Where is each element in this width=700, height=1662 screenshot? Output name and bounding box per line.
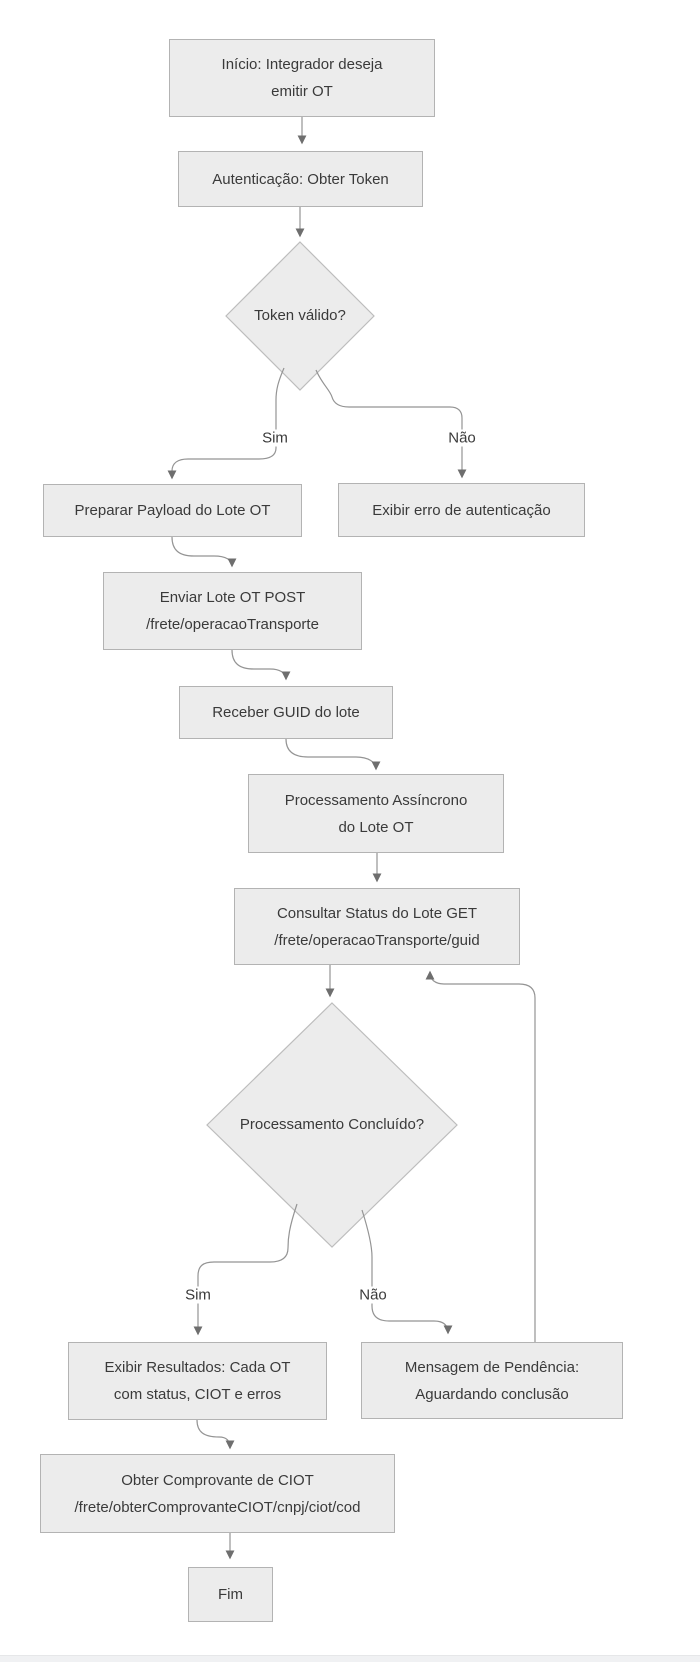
node-preparar-line1: Preparar Payload do Lote OT [74,502,271,519]
edge-label-sim-2: Sim [181,1286,215,1304]
node-token-valido-label: Token válido? [226,242,374,390]
edge-concluido-pendencia-nao [361,1209,453,1335]
node-processamento-concluido-label: Processamento Concluído? [207,1003,457,1247]
node-autenticacao: Autenticação: Obter Token [178,151,423,207]
node-consultar-line2: /frete/operacaoTransporte/guid [274,931,480,949]
node-erro-autenticacao: Exibir erro de autenticação [338,483,585,537]
node-pendencia-line1: Mensagem de Pendência: [404,1358,580,1376]
node-comprovante-line1: Obter Comprovante de CIOT [121,1471,314,1489]
token-valido-text: Token válido? [254,307,346,324]
node-mensagem-pendencia: Mensagem de Pendência: Aguardando conclu… [361,1342,623,1419]
node-enviar-line1: Enviar Lote OT POST [159,589,306,606]
node-comprovante-line2: /frete/obterComprovanteCIOT/cnpj/ciot/co… [74,1498,361,1516]
node-fim-line1: Fim [218,1586,243,1603]
edge-receber-processamento [285,738,381,771]
node-enviar-line2: /frete/operacaoTransporte [146,616,319,633]
edge-label-nao-1: Não [444,429,480,447]
node-pendencia-line2: Aguardando conclusão [415,1385,569,1403]
node-processamento-line1: Processamento Assíncrono [284,791,468,809]
node-fim: Fim [188,1567,273,1622]
node-consultar-status: Consultar Status do Lote GET /frete/oper… [234,888,520,965]
node-inicio-line1: Início: Integrador deseja [221,56,383,73]
edge-enviar-receber [231,649,291,681]
edge-label-nao-2: Não [355,1286,391,1304]
node-enviar-lote: Enviar Lote OT POST /frete/operacaoTrans… [103,572,362,650]
node-processamento-line2: do Lote OT [338,818,414,836]
node-erro-line1: Exibir erro de autenticação [372,501,551,519]
node-processamento-assincrono: Processamento Assíncrono do Lote OT [248,774,504,853]
node-inicio: Início: Integrador deseja emitir OT [169,39,435,117]
edge-label-sim-1: Sim [258,429,292,447]
diamond-processamento-concluido [206,1002,458,1248]
edge-preparar-enviar [171,536,237,568]
node-inicio-line2: emitir OT [271,83,333,100]
diamond-token-valido [225,241,375,391]
node-resultados-line2: com status, CIOT e erros [113,1386,282,1403]
node-receber-line1: Receber GUID do lote [212,704,360,721]
node-preparar-payload: Preparar Payload do Lote OT [43,484,302,537]
edge-pendencia-consultar-loop [425,970,536,1342]
node-obter-comprovante: Obter Comprovante de CIOT /frete/obterCo… [40,1454,395,1533]
bottom-scroll-band [0,1655,700,1662]
node-resultados-line1: Exibir Resultados: Cada OT [104,1359,291,1376]
node-receber-guid: Receber GUID do lote [179,686,393,739]
processamento-concluido-text: Processamento Concluído? [239,1116,425,1133]
edge-concluido-resultados-sim [193,1203,298,1336]
edge-resultados-comprovante [196,1419,235,1450]
edge-tokenvalido-erroauth-nao [315,369,467,479]
edge-tokenvalido-preparar-sim [167,367,285,480]
node-consultar-line1: Consultar Status do Lote GET [276,904,478,922]
node-autenticacao-line1: Autenticação: Obter Token [212,170,389,188]
node-exibir-resultados: Exibir Resultados: Cada OT com status, C… [68,1342,327,1420]
